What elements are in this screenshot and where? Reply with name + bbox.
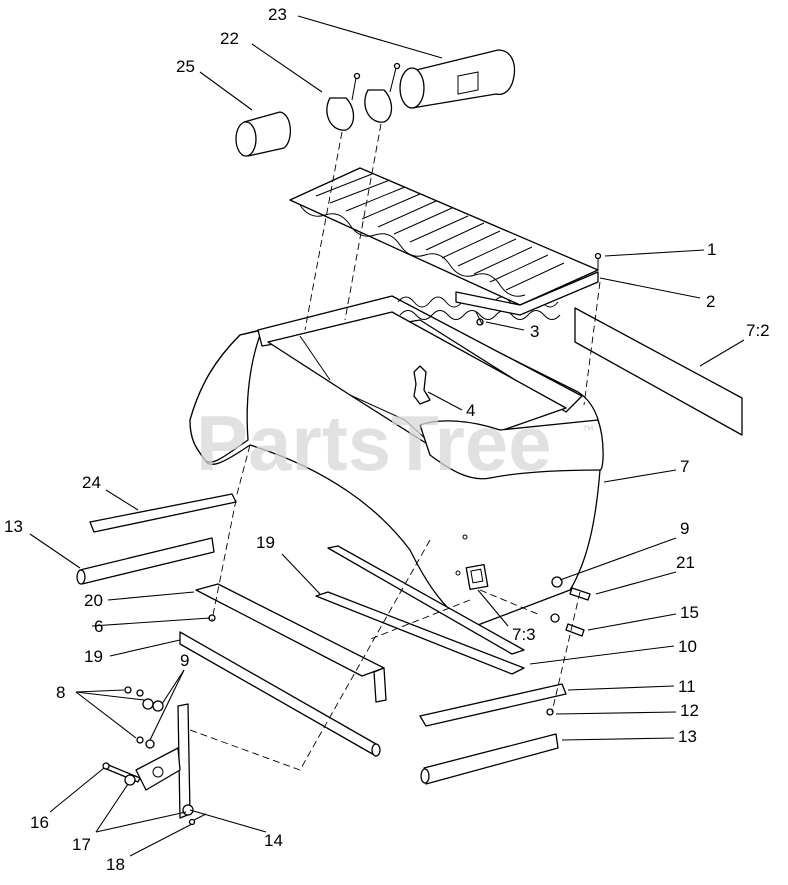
callout-23[interactable]: 22: [220, 29, 239, 48]
callout-13-right[interactable]: 13: [678, 727, 697, 746]
callout-13-left[interactable]: 13: [4, 517, 23, 536]
callout-7-2[interactable]: 7:2: [746, 321, 770, 340]
callout-2[interactable]: 2: [706, 292, 715, 311]
washer-part-9-right[interactable]: [550, 576, 563, 623]
callout-22[interactable]: 21: [676, 553, 695, 572]
strip-part-21[interactable]: [89, 493, 237, 533]
callout-20[interactable]: 20: [84, 591, 103, 610]
callout-14[interactable]: 14: [264, 831, 283, 850]
bracket-part-11[interactable]: [419, 683, 567, 727]
chute-tube-part-24[interactable]: [399, 49, 516, 109]
deflector-part-7-2[interactable]: [574, 307, 743, 436]
callout-6[interactable]: 6: [94, 617, 103, 636]
callout-25[interactable]: 25: [176, 57, 195, 76]
callout-12[interactable]: 12: [680, 701, 699, 720]
callout-7[interactable]: 7: [680, 457, 689, 476]
hardware-part-8[interactable]: [124, 686, 154, 744]
fastener-part-3[interactable]: [475, 311, 484, 326]
bolt-part-22[interactable]: [569, 587, 591, 601]
callout-3[interactable]: 3: [530, 322, 539, 341]
callout-18[interactable]: 18: [106, 855, 125, 874]
grille-part-2[interactable]: [289, 167, 599, 316]
callout-19-upper[interactable]: 19: [256, 533, 275, 552]
callout-17[interactable]: 17: [72, 835, 91, 854]
callout-21[interactable]: 24: [82, 473, 101, 492]
callout-labels: 23 22 25 1 2 3 7:2 4 7 24 13 9 19 21 20 …: [4, 5, 770, 874]
latch-part-4[interactable]: [413, 365, 431, 405]
callout-7-3[interactable]: 7:3: [512, 625, 536, 644]
callout-4[interactable]: 4: [466, 401, 475, 420]
watermark-trademark: ™: [582, 423, 594, 437]
callout-9-left[interactable]: 9: [180, 651, 189, 670]
rod-part-13-right[interactable]: [420, 733, 559, 785]
callout-10[interactable]: 10: [678, 637, 697, 656]
callout-24[interactable]: 23: [268, 5, 287, 24]
nut-part-12[interactable]: [546, 708, 554, 716]
screw-part-1[interactable]: [594, 252, 602, 271]
pin-part-18[interactable]: [188, 813, 207, 826]
hinge-plate-part-14[interactable]: [135, 703, 191, 819]
strip-part-19-upper[interactable]: [315, 591, 525, 675]
watermark-text: PartsTree: [196, 399, 552, 487]
chute-cap-part-25[interactable]: [235, 111, 291, 157]
callout-15[interactable]: 15: [680, 603, 699, 622]
callout-11[interactable]: 11: [678, 677, 696, 696]
assembly-lines: [189, 123, 601, 771]
bolt-part-15[interactable]: [565, 623, 585, 637]
callout-8[interactable]: 8: [56, 683, 65, 702]
rail-part-10[interactable]: [327, 545, 525, 655]
callout-9-right[interactable]: 9: [680, 519, 689, 538]
callout-16[interactable]: 16: [30, 813, 49, 832]
leader-lines: [29, 15, 745, 857]
hose-clamps-part-23[interactable]: [326, 62, 401, 131]
callout-19-lower[interactable]: 19: [84, 647, 103, 666]
callout-1[interactable]: 1: [707, 240, 716, 259]
rod-part-13-left[interactable]: [76, 537, 215, 585]
